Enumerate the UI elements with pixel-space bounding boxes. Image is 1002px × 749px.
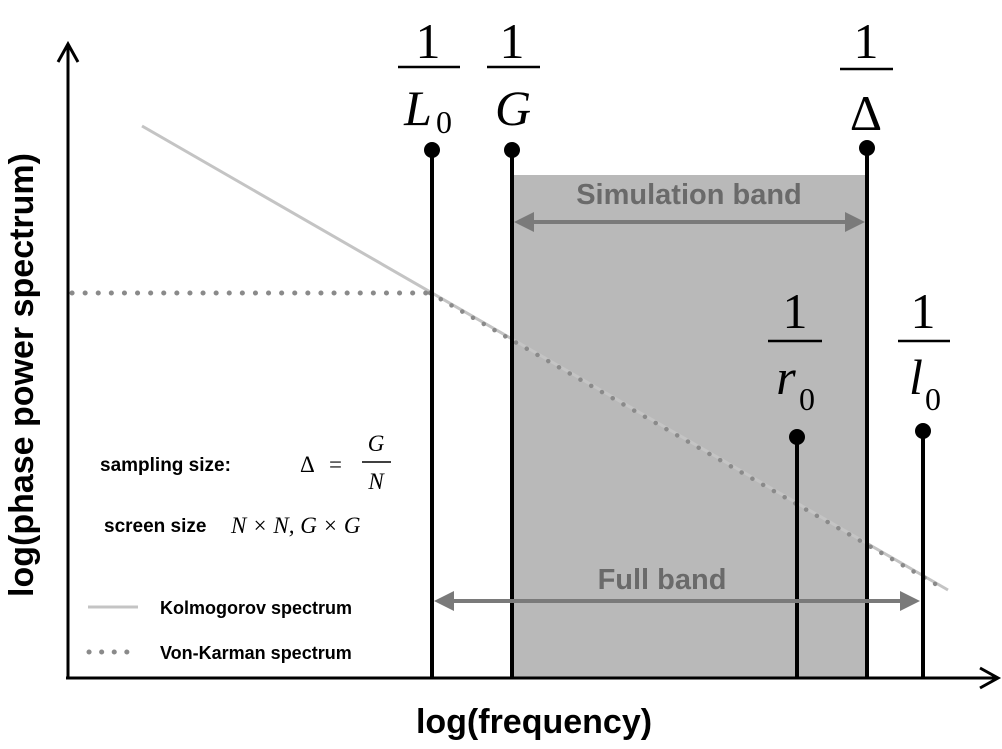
fraction-l0: 1 l 0	[898, 283, 950, 417]
svg-text:G: G	[368, 431, 385, 456]
svg-text:Von-Karman spectrum: Von-Karman spectrum	[160, 643, 352, 663]
svg-text:G: G	[495, 80, 531, 136]
simulation-band-area	[513, 175, 866, 678]
full-band-label: Full band	[598, 564, 727, 596]
marker-line-L0	[424, 142, 440, 678]
svg-text:0: 0	[436, 104, 452, 140]
svg-text:l: l	[909, 349, 923, 405]
svg-text:1: 1	[854, 13, 879, 69]
von-karman-slope	[427, 290, 947, 592]
marker-line-r0	[789, 429, 805, 678]
svg-text:Δ: Δ	[850, 85, 882, 141]
y-axis-arrowhead	[56, 40, 80, 63]
svg-text:N: N	[367, 469, 385, 494]
svg-text:1: 1	[500, 13, 525, 69]
svg-text:sampling size:: sampling size:	[100, 455, 231, 476]
fraction-G: 1 G	[487, 13, 540, 136]
svg-text:1: 1	[416, 13, 441, 69]
kolmogorov-line	[141, 124, 949, 592]
svg-text:1: 1	[911, 283, 936, 339]
fraction-Delta: 1 Δ	[840, 13, 893, 141]
svg-text:0: 0	[925, 381, 941, 417]
screen-size-note: screen size N × N, G × G	[104, 513, 361, 538]
fraction-L0: 1 L 0	[398, 13, 460, 140]
svg-text:N × N, G × G: N × N, G × G	[230, 513, 361, 538]
svg-text:Kolmogorov spectrum: Kolmogorov spectrum	[160, 598, 352, 618]
svg-text:0: 0	[799, 381, 815, 417]
legend-item-kolmogorov: Kolmogorov spectrum	[88, 598, 352, 618]
marker-line-G	[504, 142, 520, 678]
svg-text:1: 1	[783, 283, 808, 339]
svg-text:=: =	[329, 452, 342, 477]
fraction-r0: 1 r 0	[768, 283, 822, 417]
x-axis-label: log(frequency)	[416, 703, 652, 741]
full-band-arrow	[434, 591, 920, 611]
simulation-band-label: Simulation band	[576, 179, 802, 211]
svg-text:L: L	[403, 80, 432, 136]
legend-item-von-karman: Von-Karman spectrum	[86, 643, 352, 663]
svg-text:screen size: screen size	[104, 516, 206, 537]
simulation-band-arrow	[514, 212, 865, 232]
svg-text:Δ: Δ	[300, 452, 315, 477]
x-axis-arrowhead	[979, 666, 1002, 690]
legend: Kolmogorov spectrum Von-Karman spectrum	[86, 598, 352, 663]
svg-text:r: r	[776, 349, 796, 405]
sampling-size-note: sampling size: Δ = G N	[100, 431, 391, 494]
y-axis-label: log(phase power spectrum)	[3, 153, 41, 597]
marker-line-l0	[915, 423, 931, 678]
marker-line-Delta	[859, 140, 875, 678]
